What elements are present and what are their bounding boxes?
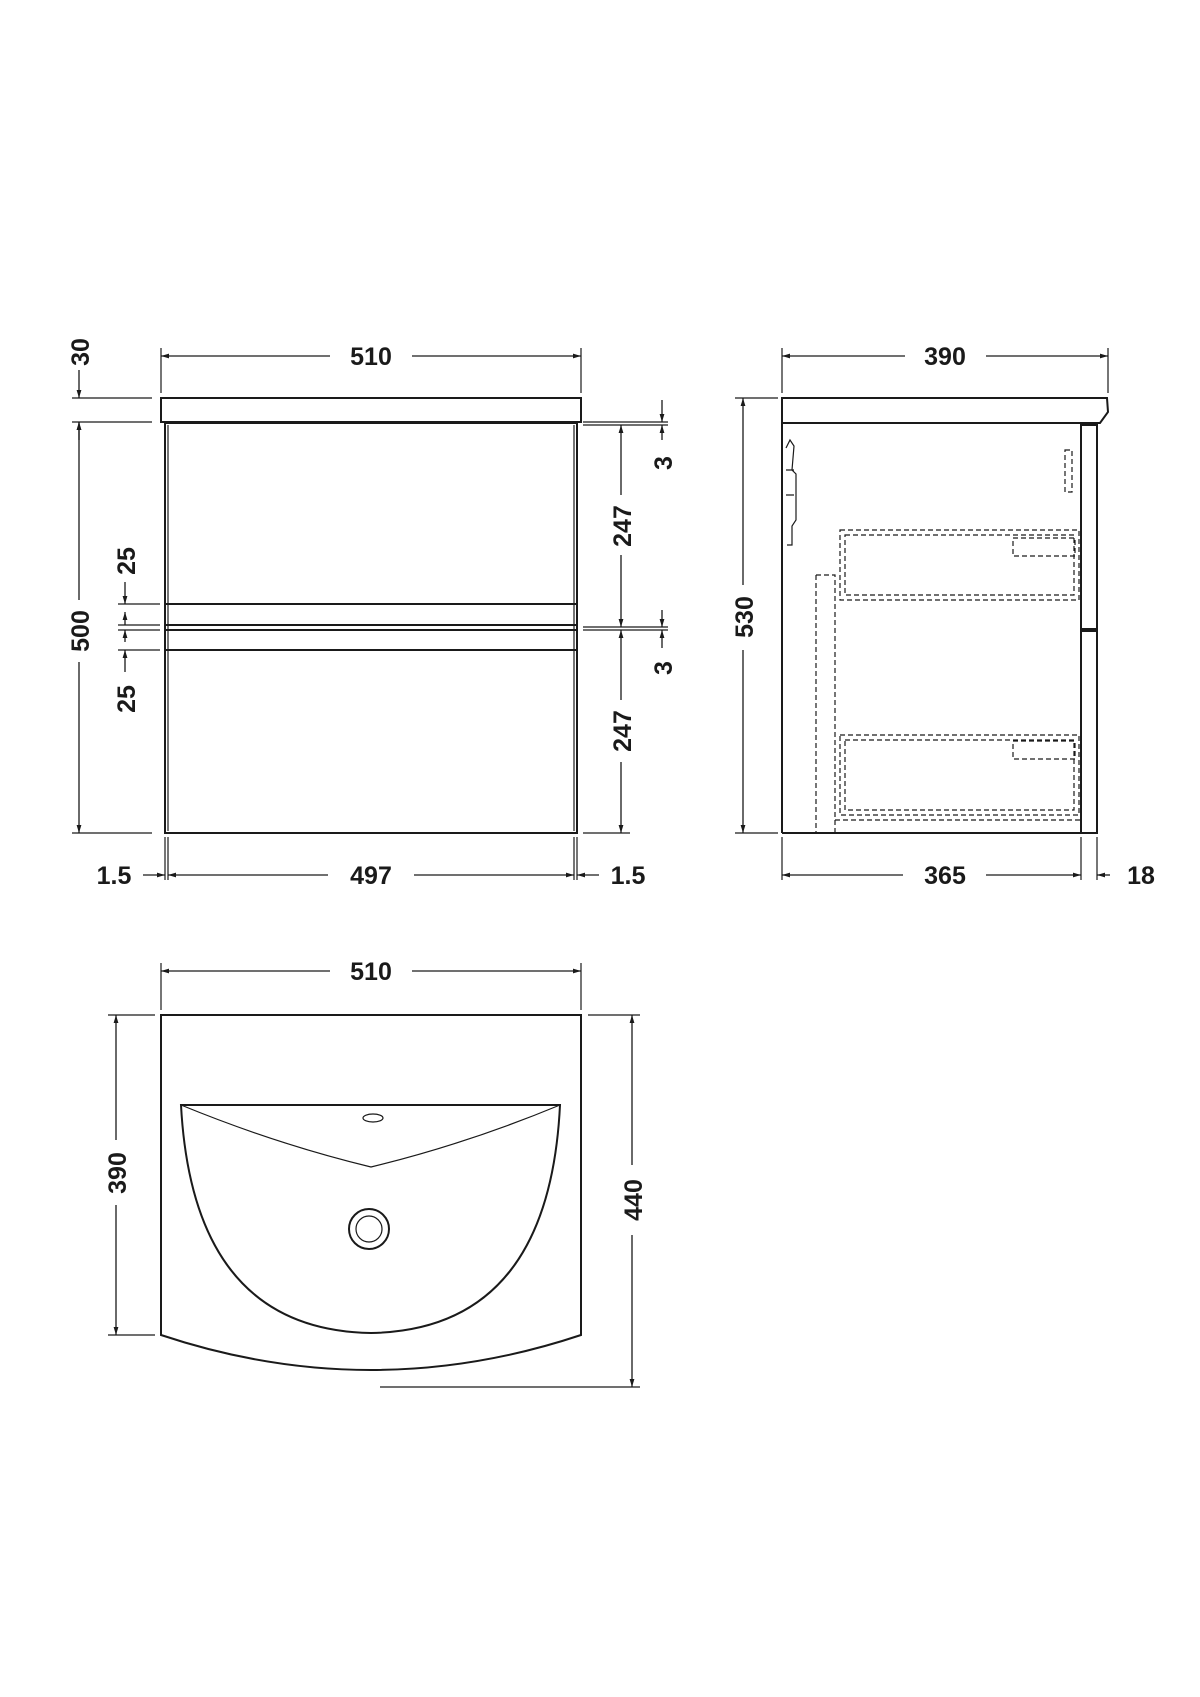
side-wall-bracket [785, 438, 797, 546]
dim-front-width-label: 510 [350, 343, 392, 371]
dim-side-depth-label: 390 [924, 343, 966, 371]
tap-hole [362, 1113, 384, 1123]
basin-bowl [179, 1104, 562, 1335]
side-upper-drawer-handle [1012, 537, 1076, 557]
drain-inner [355, 1215, 383, 1243]
side-hanging-rail [1064, 449, 1073, 493]
side-lower-drawer-box [839, 734, 1080, 816]
dim-upper-gap-label: 3 [650, 456, 678, 470]
dim-side-height-label: 530 [731, 596, 759, 638]
dim-lower-gap-label: 3 [650, 661, 678, 675]
dim-inner-width-label: 497 [350, 862, 392, 890]
dim-lower-rail-label: 25 [113, 685, 141, 713]
front-cabinet-body [164, 422, 578, 834]
basin-outline [160, 1014, 582, 1371]
dim-upper-drawer-label: 247 [609, 505, 637, 547]
dim-top-thickness-label: 30 [67, 338, 95, 366]
dim-right-side-label: 1.5 [611, 862, 646, 890]
dim-basin-centre-depth-label: 440 [620, 1179, 648, 1221]
side-view: 390 530 365 18 [731, 343, 1155, 890]
side-upper-drawer-box [839, 529, 1080, 601]
dim-upper-rail-label: 25 [113, 547, 141, 575]
dim-carcass-depth-label: 365 [924, 862, 966, 890]
dim-basin-side-depth-label: 390 [104, 1152, 132, 1194]
basin-bowl-rim [180, 1104, 561, 1168]
side-lower-drawer-handle [1012, 740, 1076, 760]
side-door-upper [1080, 424, 1098, 630]
side-door-lower [1080, 630, 1098, 834]
front-worktop [160, 397, 582, 423]
top-view: 510 390 440 [104, 958, 648, 1388]
dim-lower-drawer-label: 247 [609, 710, 637, 752]
drain-outer [348, 1208, 390, 1250]
side-runner [815, 574, 836, 833]
front-view: 510 30 500 25 25 3 247 3 [67, 338, 678, 890]
dim-door-thickness-label: 18 [1127, 862, 1155, 890]
side-worktop [781, 397, 1110, 424]
dim-body-height-label: 500 [67, 610, 95, 652]
dim-left-side-label: 1.5 [97, 862, 132, 890]
dim-basin-width-label: 510 [350, 958, 392, 986]
